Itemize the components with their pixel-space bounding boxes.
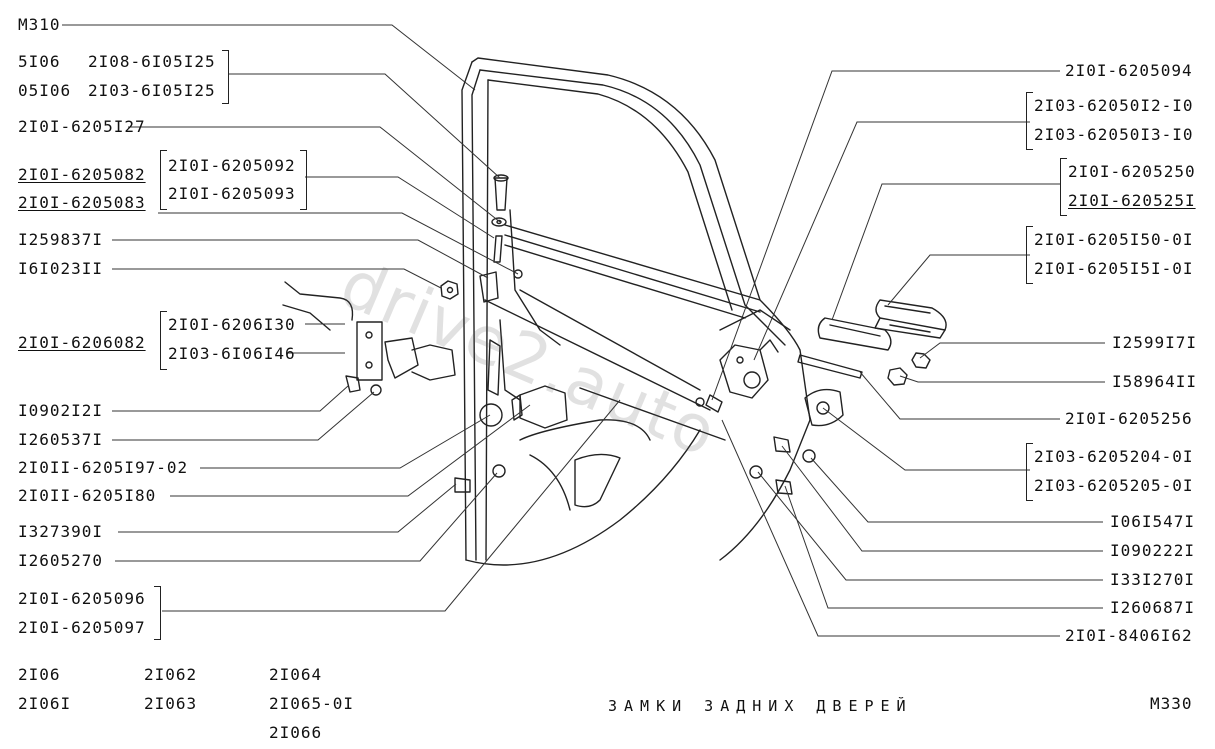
window-channel (484, 209, 726, 441)
label-15896411: I58964II (1112, 372, 1198, 391)
label-10902121: I0902I2I (18, 401, 104, 420)
label-2101-6205250: 2I0I-6205250 (1068, 162, 1196, 181)
leader-lines-left (62, 24, 621, 612)
model-21061: 2I06I (18, 694, 72, 713)
label-2103-6205205-01: 2I03-6205205-0I (1034, 476, 1194, 495)
label-2101-6205256: 2I0I-6205256 (1065, 409, 1193, 428)
label-2101-6205251: 2I0I-620525I (1068, 191, 1196, 210)
bracket-6205204 (1026, 443, 1033, 501)
label-2101-6206082: 2I0I-6206082 (18, 333, 146, 352)
outer-handle (874, 299, 947, 339)
label-2103-6105125: 2I03-6I05I25 (88, 81, 216, 100)
model-21065-01: 2I065-0I (269, 694, 355, 713)
model-21066: 2I066 (269, 723, 323, 742)
label-2101-6205092: 2I0I-6205092 (168, 156, 296, 175)
label-2101-6205094: 2I0I-6205094 (1065, 61, 1193, 80)
label-12605270: I2605270 (18, 551, 104, 570)
label-21011-6205197-02: 2I0II-6205I97-02 (18, 458, 189, 477)
label-12598371: I259837I (18, 230, 104, 249)
bracket-6205250 (1060, 158, 1067, 216)
label-2103-6205013-10: 2I03-62050I3-I0 (1034, 125, 1194, 144)
bracket-6205092-left (160, 150, 167, 210)
inner-lock-mechanism (705, 339, 779, 413)
label-2101-6205082: 2I0I-6205082 (18, 165, 146, 184)
label-10615471: I06I547I (1110, 512, 1196, 531)
bracket-6205096 (154, 586, 161, 640)
label-2101-6205150-01: 2I0I-6205I50-0I (1034, 230, 1194, 249)
label-2101-8406162: 2I0I-8406I62 (1065, 626, 1193, 645)
model-21062: 2I062 (144, 665, 198, 684)
label-2103-6205012-10: 2I03-62050I2-I0 (1034, 96, 1194, 115)
label-5106: 5I06 (18, 52, 61, 71)
lever-rod (511, 385, 568, 429)
handle-bracket (817, 317, 892, 351)
model-21063: 2I063 (144, 694, 198, 713)
label-13273901: I327390I (18, 522, 104, 541)
label-21011-6205180: 2I0II-6205I80 (18, 486, 157, 505)
label-2103-6106146: 2I03-6I06I46 (168, 344, 296, 363)
inner-handle-assembly (282, 281, 501, 396)
diagram-code: М330 (1150, 694, 1193, 713)
label-13312701: I33I270I (1110, 570, 1196, 589)
bracket-6105125 (222, 50, 229, 104)
label-2101-6205096: 2I0I-6205096 (18, 589, 146, 608)
label-10902221: I090222I (1110, 541, 1196, 560)
label-2101-6205151-01: 2I0I-6205I5I-0I (1034, 259, 1194, 278)
label-2101-6205083: 2I0I-6205083 (18, 193, 146, 212)
fasteners (345, 174, 931, 495)
lock-cylinder (797, 354, 863, 427)
label-12606871: I260687I (1110, 598, 1196, 617)
label-2108-6105125: 2I08-6I05I25 (88, 52, 216, 71)
label-2103-6205204-01: 2I03-6205204-0I (1034, 447, 1194, 466)
label-2101-6205097: 2I0I-6205097 (18, 618, 146, 637)
label-12599171: I2599I7I (1112, 333, 1198, 352)
label-12605371: I260537I (18, 430, 104, 449)
diagram-title: ЗАМКИ ЗАДНИХ ДВЕРЕЙ (608, 697, 913, 715)
label-m310: М310 (18, 15, 61, 34)
bracket-6206130 (160, 311, 167, 370)
bracket-6205012 (1026, 92, 1033, 150)
model-2106: 2I06 (18, 665, 61, 684)
model-21064: 2I064 (269, 665, 323, 684)
label-05106: 05I06 (18, 81, 72, 100)
label-2101-6205093: 2I0I-6205093 (168, 184, 296, 203)
label-2101-6206130: 2I0I-6206I30 (168, 315, 296, 334)
bracket-6205092-right (300, 150, 307, 210)
door-frame (461, 57, 811, 566)
label-2101-6205127: 2I0I-6205I27 (18, 117, 146, 136)
bracket-6205150 (1026, 226, 1033, 284)
leader-lines-right (711, 70, 1105, 637)
label-16102311: I6I023II (18, 259, 104, 278)
